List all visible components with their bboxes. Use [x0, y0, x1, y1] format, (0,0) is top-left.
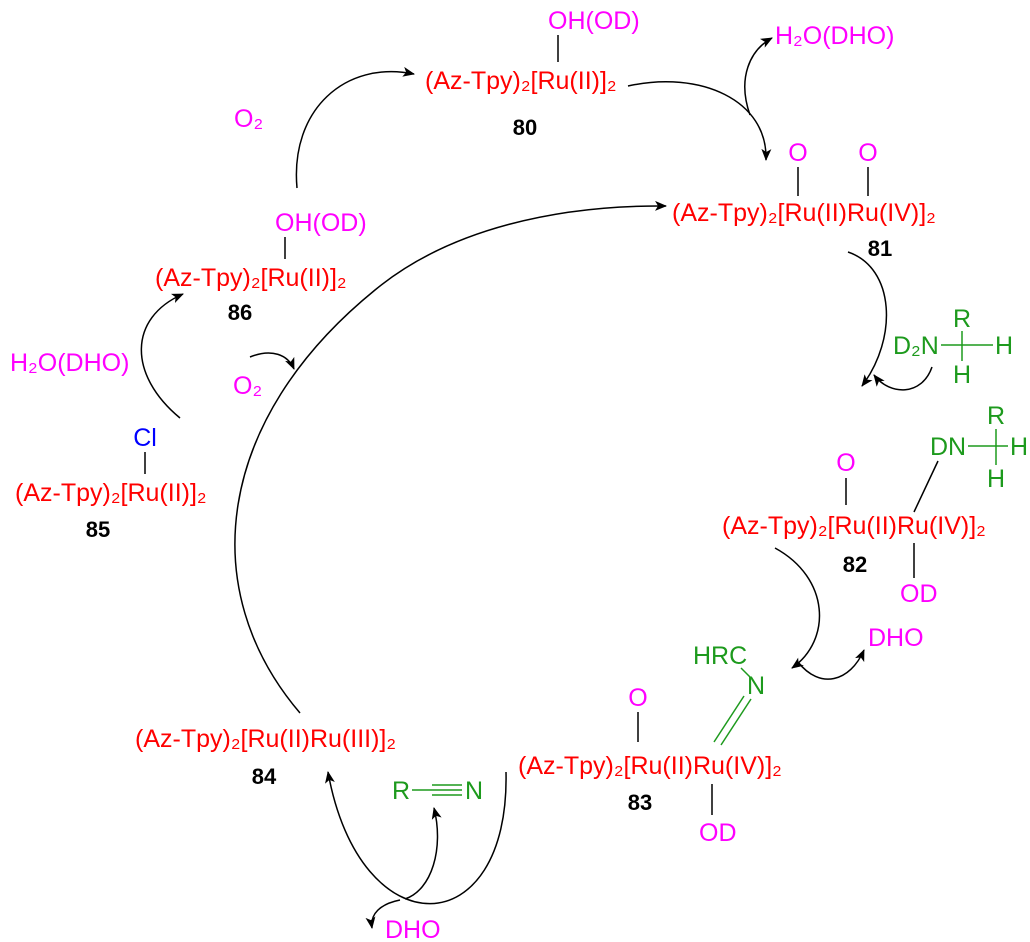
compound-83-ru-n-double-bond-a	[720, 698, 752, 746]
arrow-dho-release-82	[797, 649, 865, 680]
amine-substituent-r: R	[953, 305, 971, 333]
compound-82-hydrogen-bottom: H	[987, 465, 1005, 493]
water-released-label: H₂O(DHO)	[775, 22, 894, 50]
compound-82-oxo-ligand: O	[836, 449, 855, 477]
compound-81-oxo-ligand-2: O	[858, 139, 877, 167]
arrow-82-to-83	[774, 547, 821, 669]
oxygen-top-label: O₂	[234, 105, 263, 133]
compound-82-substituent-r: R	[987, 402, 1005, 430]
compound-83-od-ligand: OD	[699, 819, 737, 847]
compound-82-number: 82	[843, 552, 867, 577]
arrow-amine-in	[873, 366, 933, 391]
compound-82-amido-nitrogen: DN	[930, 433, 966, 461]
compound-83-formula: (Az-Tpy)₂[Ru(II)Ru(IV)]₂	[518, 752, 782, 780]
compound-81-formula: (Az-Tpy)₂[Ru(II)Ru(IV)]₂	[672, 199, 936, 227]
arrow-nitrile-release	[404, 807, 442, 900]
amine-substrate: D₂N R H H	[893, 305, 1013, 389]
arrow-84-to-81	[234, 200, 667, 714]
nitrile-product: R N	[392, 777, 483, 805]
compound-83-imine-carbon: HRC	[693, 642, 747, 670]
oxygen-middle-label: O₂	[233, 372, 262, 400]
compound-86-number: 86	[228, 300, 252, 325]
compound-84: (Az-Tpy)₂[Ru(II)Ru(III)]₂ 84	[135, 725, 396, 789]
compound-81: O O (Az-Tpy)₂[Ru(II)Ru(IV)]₂ 81	[672, 139, 936, 261]
compound-85-number: 85	[86, 517, 110, 542]
arrow-86-to-80	[295, 66, 415, 189]
compound-82-ru-n-bond	[913, 460, 939, 513]
compound-83: HRC N O (Az-Tpy)₂[Ru(II)Ru(IV)]₂ 83 OD	[518, 642, 782, 847]
compound-86-hydroxo-ligand: OH(OD)	[275, 209, 367, 237]
compound-80-formula: (Az-Tpy)₂[Ru(II)]₂	[425, 67, 617, 95]
compound-85-formula: (Az-Tpy)₂[Ru(II)]₂	[15, 479, 207, 507]
compound-81-oxo-ligand-1: O	[788, 139, 807, 167]
compound-84-number: 84	[252, 764, 277, 789]
nitrile-nitrogen: N	[465, 777, 483, 805]
arrow-85-to-86	[140, 293, 184, 419]
compound-86: OH(OD) (Az-Tpy)₂[Ru(II)]₂ 86	[155, 209, 367, 325]
amine-nitrogen: D₂N	[893, 332, 939, 360]
compound-83-imine-nitrogen: N	[747, 672, 765, 700]
compound-82-hydrogen-right: H	[1010, 433, 1028, 461]
compound-80: OH(OD) (Az-Tpy)₂[Ru(II)]₂ 80	[425, 7, 640, 140]
arrow-80-to-81	[627, 81, 772, 161]
compound-83-oxo-ligand: O	[628, 684, 647, 712]
compound-80-number: 80	[513, 115, 537, 140]
arrow-83-to-84	[325, 771, 507, 905]
compound-82-od-ligand: OD	[900, 580, 938, 608]
compound-82-formula: (Az-Tpy)₂[Ru(II)Ru(IV)]₂	[722, 512, 986, 540]
water-added-label: H₂O(DHO)	[10, 349, 129, 377]
amine-hydrogen-bottom: H	[953, 361, 971, 389]
compound-83-c-n-bond	[740, 667, 751, 678]
compound-81-number: 81	[868, 236, 892, 261]
reaction-arrows	[140, 37, 933, 929]
amine-hydrogen-right: H	[995, 332, 1013, 360]
compound-86-formula: (Az-Tpy)₂[Ru(II)]₂	[155, 264, 347, 292]
compound-85-chloride-ligand: Cl	[133, 424, 157, 452]
compound-83-ru-n-double-bond-b	[713, 695, 745, 743]
dho-after-82-label: DHO	[868, 624, 924, 652]
arrow-81-to-82	[847, 251, 888, 387]
arrow-water-release	[744, 37, 773, 116]
nitrile-substituent-r: R	[392, 777, 410, 805]
compound-83-number: 83	[628, 790, 652, 815]
arrow-dho-release-83	[365, 899, 401, 929]
compound-84-formula: (Az-Tpy)₂[Ru(II)Ru(III)]₂	[135, 725, 396, 753]
dho-after-83-label: DHO	[385, 916, 441, 942]
compound-85: Cl (Az-Tpy)₂[Ru(II)]₂ 85	[15, 424, 207, 542]
arrow-oxygen-in	[249, 352, 295, 370]
compound-80-hydroxo-ligand: OH(OD)	[548, 7, 640, 35]
compound-82: O DN R H H (Az-Tpy)₂[Ru(II)Ru(IV)]₂ 82 O…	[722, 402, 1028, 608]
